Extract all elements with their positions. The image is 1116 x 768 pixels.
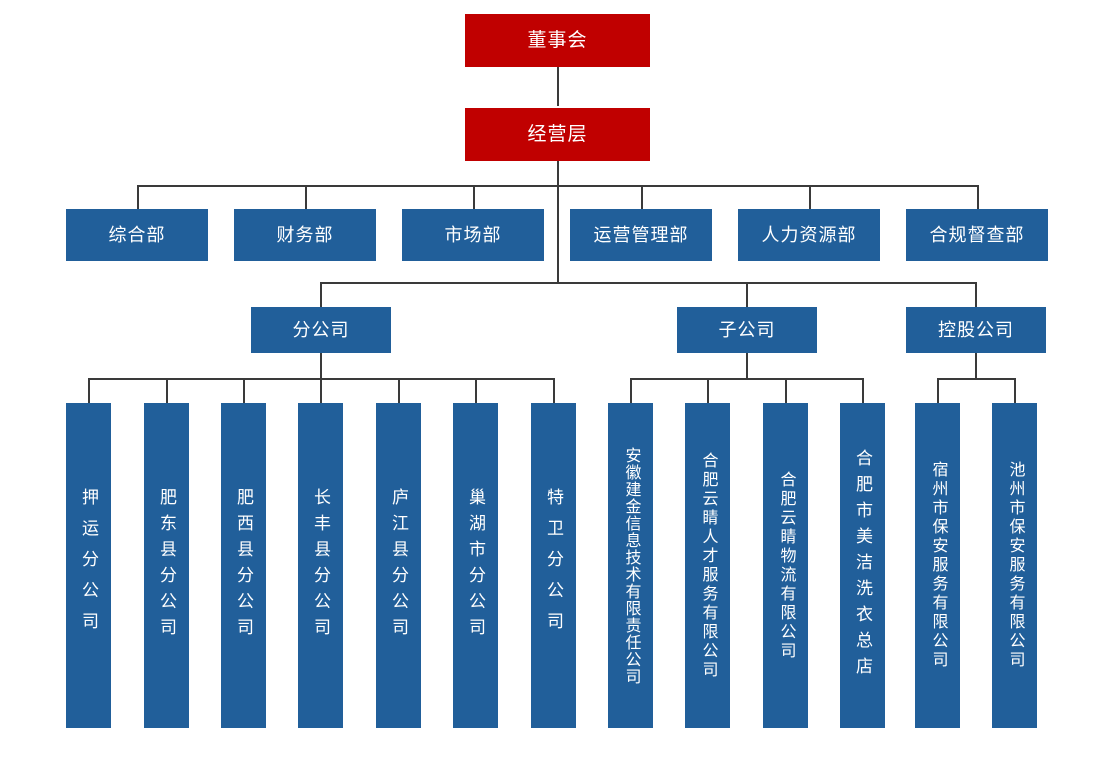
node-label: 控股公司 — [938, 320, 1014, 340]
connector-dept-drop-6 — [977, 185, 979, 209]
node-branch-yayun[interactable]: 押运分公司 — [66, 403, 111, 728]
node-branch-changfeng-county[interactable]: 长丰县分公司 — [298, 403, 343, 728]
node-subsidiary-anhui-jianjin-it[interactable]: 安徽建金信息技术有限责任公司 — [608, 403, 653, 728]
node-branch-lujiang-county[interactable]: 庐江县分公司 — [376, 403, 421, 728]
node-label: 人力资源部 — [761, 225, 857, 245]
node-label: 肥东县分公司 — [157, 487, 176, 644]
connector-holding-trunk — [975, 353, 977, 379]
node-label: 合肥云睛人才服务有限公司 — [699, 451, 717, 680]
connector-dept-drop-3 — [473, 185, 475, 209]
node-label: 财务部 — [276, 225, 334, 245]
connector-branch-drop-3 — [243, 378, 245, 403]
node-label: 池州市保安服务有限公司 — [1006, 461, 1024, 670]
node-label: 安徽建金信息技术有限责任公司 — [622, 446, 640, 685]
node-group-subsidiaries[interactable]: 子公司 — [677, 307, 817, 353]
connector-group-bus — [320, 282, 977, 284]
node-branch-feixi-county[interactable]: 肥西县分公司 — [221, 403, 266, 728]
node-department-general-affairs[interactable]: 综合部 — [66, 209, 208, 261]
connector-branch-drop-4 — [320, 378, 322, 403]
node-department-compliance-supervision[interactable]: 合规督查部 — [906, 209, 1048, 261]
node-label: 市场部 — [444, 225, 502, 245]
connector-group-drop-sub — [746, 282, 748, 307]
connector-dept-drop-1 — [137, 185, 139, 209]
connector-holding-drop-2 — [1014, 378, 1016, 403]
connector-holding-drop-1 — [937, 378, 939, 403]
node-subsidiary-hefei-yunqing-logistics[interactable]: 合肥云睛物流有限公司 — [763, 403, 808, 728]
connector-subsidiary-drop-4 — [862, 378, 864, 403]
node-label: 特卫分公司 — [544, 488, 563, 643]
connector-branch-drop-2 — [166, 378, 168, 403]
node-department-operations-management[interactable]: 运营管理部 — [570, 209, 712, 261]
connector-dept-drop-5 — [809, 185, 811, 209]
node-label: 长丰县分公司 — [311, 487, 330, 644]
node-label: 庐江县分公司 — [389, 487, 408, 644]
node-holding-suzhou-security[interactable]: 宿州市保安服务有限公司 — [915, 403, 960, 728]
connector-branch-drop-6 — [475, 378, 477, 403]
connector-dept-drop-2 — [305, 185, 307, 209]
connector-branch-trunk — [320, 353, 322, 379]
node-group-holding-companies[interactable]: 控股公司 — [906, 307, 1046, 353]
node-management-layer[interactable]: 经营层 — [465, 108, 650, 161]
connector-holding-bus — [937, 378, 1015, 380]
node-label: 合肥市美洁洗衣总店 — [853, 448, 872, 683]
connector-subsidiary-bus — [630, 378, 863, 380]
node-branch-feidong-county[interactable]: 肥东县分公司 — [144, 403, 189, 728]
node-label: 合规督查部 — [929, 225, 1025, 245]
node-label: 巢湖市分公司 — [466, 487, 485, 644]
node-group-branch-companies[interactable]: 分公司 — [251, 307, 391, 353]
node-label: 董事会 — [527, 30, 588, 51]
connector-group-drop-branch — [320, 282, 322, 307]
node-label: 宿州市保安服务有限公司 — [929, 461, 947, 670]
node-holding-chizhou-security[interactable]: 池州市保安服务有限公司 — [992, 403, 1037, 728]
node-branch-tewei[interactable]: 特卫分公司 — [531, 403, 576, 728]
node-label: 押运分公司 — [79, 488, 98, 643]
node-department-human-resources[interactable]: 人力资源部 — [738, 209, 880, 261]
node-branch-chaohu-city[interactable]: 巢湖市分公司 — [453, 403, 498, 728]
connector-subsidiary-drop-3 — [785, 378, 787, 403]
node-department-marketing[interactable]: 市场部 — [402, 209, 544, 261]
connector-subsidiary-drop-2 — [707, 378, 709, 403]
node-board-of-directors[interactable]: 董事会 — [465, 14, 650, 67]
node-department-finance[interactable]: 财务部 — [234, 209, 376, 261]
connector-branch-drop-1 — [88, 378, 90, 403]
connector-branch-drop-5 — [398, 378, 400, 403]
node-label: 分公司 — [292, 320, 350, 340]
node-label: 子公司 — [718, 320, 776, 340]
connector-group-drop-holding — [975, 282, 977, 307]
node-label: 合肥云睛物流有限公司 — [777, 470, 795, 661]
connector-management-trunk — [557, 185, 559, 283]
node-label: 经营层 — [527, 124, 588, 145]
connector-branch-drop-7 — [553, 378, 555, 403]
connector-dept-drop-4 — [641, 185, 643, 209]
node-subsidiary-hefei-meijie-laundry[interactable]: 合肥市美洁洗衣总店 — [840, 403, 885, 728]
connector-subsidiary-drop-1 — [630, 378, 632, 403]
connector-management-drop — [557, 160, 559, 186]
node-label: 肥西县分公司 — [234, 487, 253, 644]
connector-board-to-management — [557, 66, 559, 106]
node-label: 运营管理部 — [593, 225, 689, 245]
node-label: 综合部 — [108, 225, 166, 245]
connector-subsidiary-trunk — [746, 353, 748, 379]
node-subsidiary-hefei-yunqing-talent[interactable]: 合肥云睛人才服务有限公司 — [685, 403, 730, 728]
